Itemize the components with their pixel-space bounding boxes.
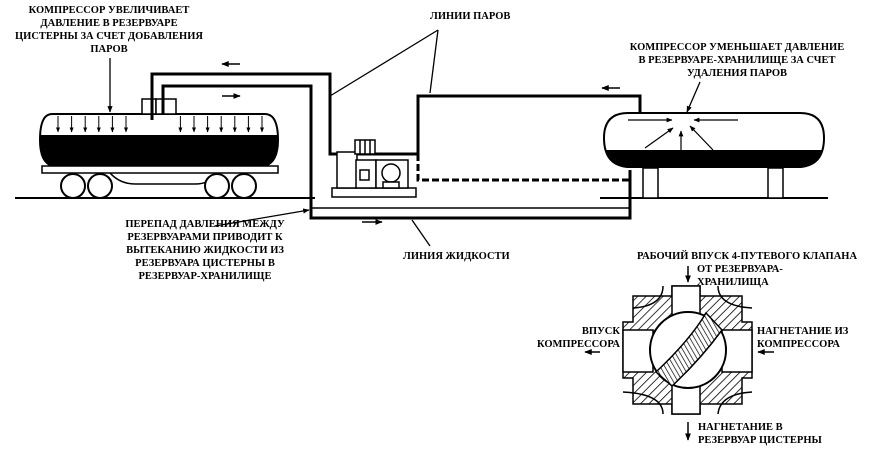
label-line: РЕЗЕРВУАРАМИ ПРИВОДИТ К: [127, 232, 283, 243]
label-line: ЛИНИЯ ЖИДКОСТИ: [403, 251, 510, 262]
label-line: НАГНЕТАНИЕ В: [698, 422, 783, 433]
four-way-valve: [622, 285, 753, 415]
label-line: РАБОЧИЙ ВПУСК 4-ПУТЕВОГО КЛАПАНА: [637, 251, 858, 262]
label-valve-bottom-port: НАГНЕТАНИЕ В РЕЗЕРВУАР ЦИСТЕРНЫ: [698, 421, 822, 447]
label-valve-left-port: ВПУСК КОМПРЕССОРА: [522, 325, 620, 351]
wheel-icon: [204, 173, 230, 199]
label-line: ПАРОВ: [90, 44, 128, 55]
storage-tank: [602, 112, 826, 199]
label-compressor-increases: КОМПРЕССОР УВЕЛИЧИВАЕТ ДАВЛЕНИЕ В РЕЗЕРВ…: [0, 4, 218, 56]
label-line: КОМПРЕССОРА: [757, 339, 841, 350]
leader-lines: [107, 29, 701, 247]
wheel-icon: [60, 173, 86, 199]
label-line: ДАВЛЕНИЕ В РЕЗЕРВУАРЕ: [40, 18, 178, 29]
label-line: ВПУСК: [581, 326, 620, 337]
label-line: УДАЛЕНИЯ ПАРОВ: [686, 68, 788, 79]
rail-tank-car: [38, 98, 280, 199]
label-line: ЛИНИИ ПАРОВ: [430, 11, 511, 22]
label-line: КОМПРЕССОРА: [536, 339, 620, 350]
label-line: РЕЗЕРВУАР-ХРАНИЛИЩЕ: [138, 271, 272, 282]
label-line: РЕЗЕРВУАРА ЦИСТЕРНЫ В: [135, 258, 275, 269]
label-vapor-lines: ЛИНИИ ПАРОВ: [430, 10, 510, 23]
label-compressor-decreases: КОМПРЕССОР УМЕНЬШАЕТ ДАВЛЕНИЕ В РЕЗЕРВУА…: [617, 41, 857, 80]
label-line: ХРАНИЛИЩА: [697, 277, 769, 288]
liquid-line: [309, 154, 632, 220]
compressor-unit: [331, 139, 417, 198]
label-line: КОМПРЕССОР УМЕНЬШАЕТ ДАВЛЕНИЕ: [629, 42, 845, 53]
label-valve-right-port: НАГНЕТАНИЕ ИЗ КОМПРЕССОРА: [757, 325, 848, 351]
label-valve-top-port: ОТ РЕЗЕРВУАРА- ХРАНИЛИЩА: [697, 263, 783, 289]
label-line: РЕЗЕРВУАР ЦИСТЕРНЫ: [698, 435, 822, 446]
label-line: В РЕЗЕРВУАРЕ-ХРАНИЛИЩЕ ЗА СЧЕТ: [638, 55, 836, 66]
label-pressure-difference: ПЕРЕПАД ДАВЛЕНИЯ МЕЖДУ РЕЗЕРВУАРАМИ ПРИВ…: [100, 218, 310, 283]
label-line: НАГНЕТАНИЕ ИЗ: [757, 326, 849, 337]
flow-arrows: [221, 61, 620, 225]
label-line: ВЫТЕКАНИЮ ЖИДКОСТИ ИЗ: [126, 245, 284, 256]
label-line: ОТ РЕЗЕРВУАРА-: [697, 264, 783, 275]
wheel-icon: [231, 173, 257, 199]
valve-port-arrows: [584, 266, 774, 441]
label-line: ПЕРЕПАД ДАВЛЕНИЯ МЕЖДУ: [125, 219, 285, 230]
label-valve-title: РАБОЧИЙ ВПУСК 4-ПУТЕВОГО КЛАПАНА: [637, 250, 857, 263]
label-line: КОМПРЕССОР УВЕЛИЧИВАЕТ: [28, 5, 190, 16]
wheel-icon: [87, 173, 113, 199]
label-line: ЦИСТЕРНЫ ЗА СЧЕТ ДОБАВЛЕНИЯ: [15, 31, 203, 42]
label-liquid-line: ЛИНИЯ ЖИДКОСТИ: [403, 250, 510, 263]
